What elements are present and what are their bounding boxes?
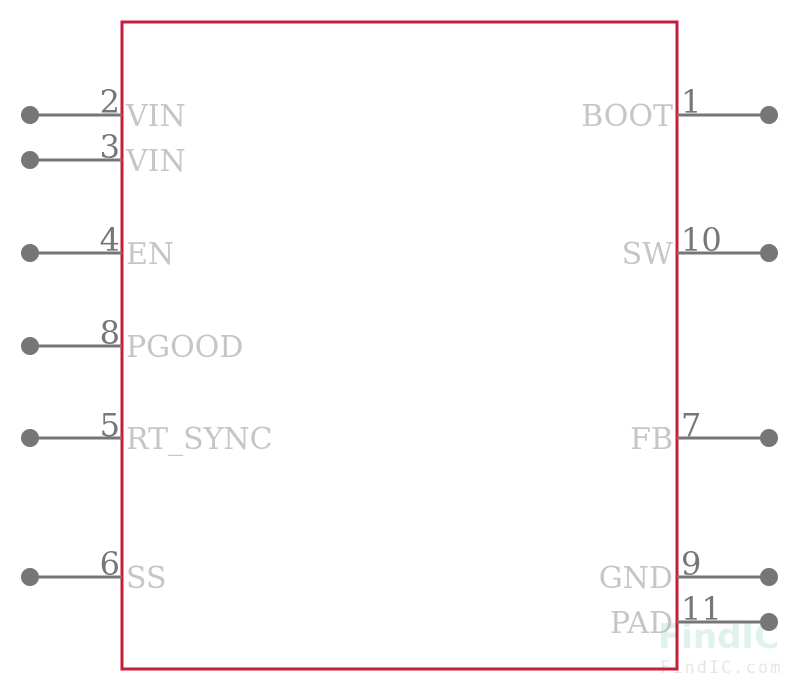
- pin-endpoint-dot: [760, 429, 778, 447]
- pin-endpoint-dot: [21, 151, 39, 169]
- pin-name: EN: [126, 237, 174, 272]
- pin-endpoint-dot: [760, 106, 778, 124]
- pin-7: 7FB: [630, 406, 778, 457]
- pin-number: 3: [100, 128, 120, 166]
- pin-endpoint-dot: [21, 429, 39, 447]
- pin-number: 5: [100, 406, 120, 444]
- pin-name: PGOOD: [126, 330, 243, 365]
- pin-number: 8: [100, 314, 120, 352]
- watermark-url: FindIC.com: [660, 658, 782, 678]
- pin-name: VIN: [125, 144, 186, 179]
- pin-number: 9: [681, 545, 701, 583]
- pin-endpoint-dot: [760, 568, 778, 586]
- pin-number: 11: [681, 590, 722, 628]
- pin-name: GND: [599, 561, 673, 596]
- pin-name: BOOT: [581, 99, 673, 134]
- pin-endpoint-dot: [21, 106, 39, 124]
- pin-name: RT_SYNC: [126, 422, 273, 457]
- pin-number: 6: [100, 545, 120, 583]
- pin-name: FB: [630, 422, 673, 457]
- pin-name: SW: [622, 237, 674, 272]
- pin-endpoint-dot: [21, 337, 39, 355]
- pin-endpoint-dot: [760, 613, 778, 631]
- pin-name: PAD: [610, 606, 673, 641]
- pin-number: 7: [681, 406, 701, 444]
- pin-number: 2: [100, 83, 120, 121]
- pin-name: SS: [126, 561, 167, 596]
- pin-number: 10: [681, 221, 722, 259]
- pin-endpoint-dot: [21, 244, 39, 262]
- pin-number: 1: [681, 83, 701, 121]
- pin-number: 4: [100, 221, 120, 259]
- pin-name: VIN: [125, 99, 186, 134]
- pin-endpoint-dot: [760, 244, 778, 262]
- pin-endpoint-dot: [21, 568, 39, 586]
